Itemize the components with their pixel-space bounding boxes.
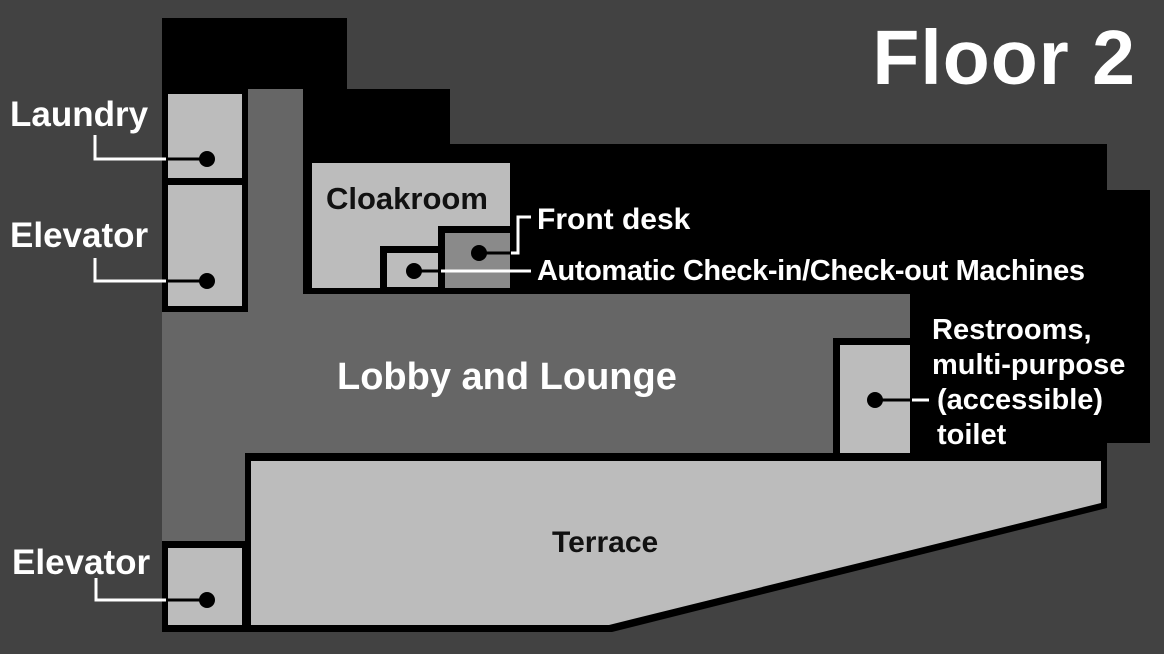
restrooms-label-line-3: (accessible) [937,384,1104,416]
elevator-bottom-label: Elevator [12,543,151,582]
terrace-label: Terrace [552,526,659,559]
page-title: Floor 2 [872,15,1136,101]
cloakroom-label: Cloakroom [326,181,488,216]
walls-region [303,89,1150,455]
front-desk-leader-line [511,215,531,255]
restrooms-label-line-4: toilet [937,419,1007,451]
restrooms-label-line-2: multi-purpose [932,349,1126,381]
laundry-marker-dot [199,151,215,167]
building-top-block [162,18,347,89]
machines-marker-dot [406,263,422,279]
elevator-room-bottom [168,548,242,625]
laundry-label: Laundry [10,95,149,134]
elevator-bottom-marker-dot [199,592,215,608]
restrooms-label-line-1: Restrooms, [932,314,1092,346]
laundry-leader-line [93,135,166,161]
front-desk-marker-dot [471,245,487,261]
terrace-floor [251,461,1101,625]
elevator-top-label: Elevator [10,216,149,255]
elevator-bottom-leader-line [94,578,166,602]
lobby-label: Lobby and Lounge [337,356,677,398]
restroom-marker-dot [867,392,883,408]
elevator-top-leader-line [93,258,166,283]
restrooms-label: Restrooms, multi-purpose (accessible) to… [932,313,1125,453]
checkin-machines-label: Automatic Check-in/Check-out Machines [537,255,1085,287]
lobby-floor [162,89,910,541]
front-desk-label: Front desk [537,203,691,236]
elevator-top-marker-dot [199,273,215,289]
